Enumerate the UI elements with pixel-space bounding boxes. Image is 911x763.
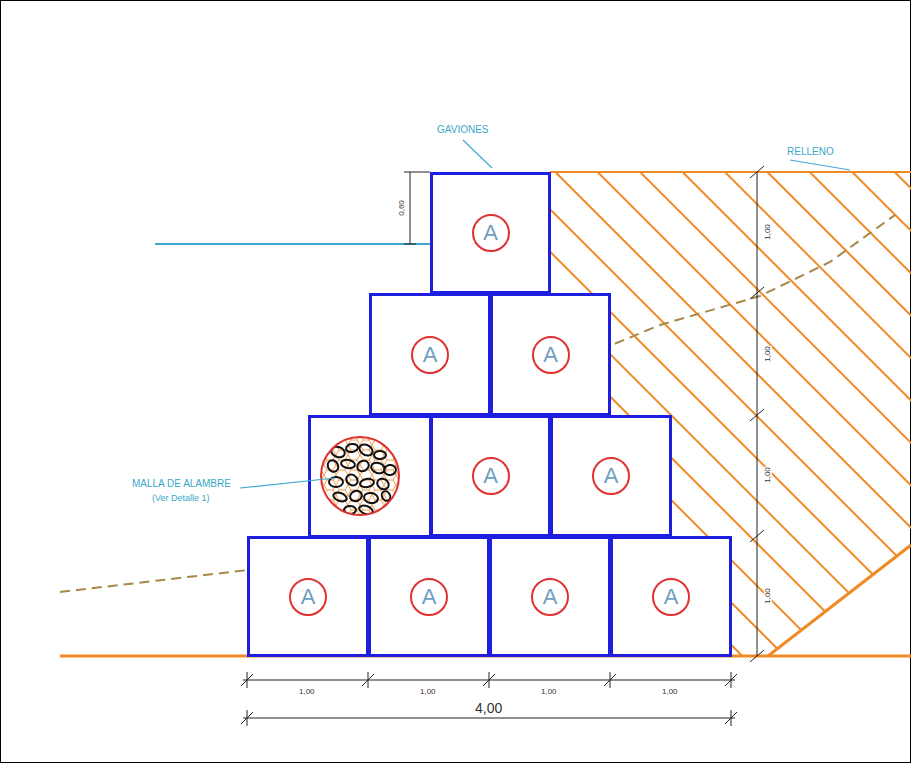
dimension-line — [757, 172, 758, 656]
gabion-type-mark: A — [410, 578, 448, 616]
leader-line — [790, 160, 850, 170]
part-label: RELLENO — [787, 147, 834, 157]
dimension-tick — [241, 674, 253, 686]
detail-circle — [321, 437, 399, 515]
dimension-line — [410, 172, 411, 244]
dimension-text: 1,00 — [541, 688, 557, 696]
gabion-box: A — [430, 415, 551, 537]
dimension-text: 4,00 — [475, 701, 502, 715]
gabion-box: A — [489, 536, 611, 657]
gabion-type-mark: A — [289, 578, 327, 616]
gabion-box: A — [490, 293, 611, 416]
part-note: (Ver Detalle 1) — [152, 494, 210, 503]
dimension-tick — [725, 674, 737, 686]
dimension-text: 0,60 — [398, 200, 406, 216]
gabion-box: A — [610, 536, 732, 657]
mesh-detail — [320, 436, 400, 516]
dimension-tick — [750, 166, 764, 178]
part-label: MALLA DE ALAMBRE — [132, 479, 231, 489]
dimension-tick — [483, 674, 495, 686]
dimension-tick — [362, 674, 374, 686]
gabion-box: A — [369, 293, 491, 416]
gabion-box: A — [368, 536, 490, 657]
gabion-type-mark: A — [531, 578, 569, 616]
mesh-gabion — [310, 417, 431, 537]
dimension-text: 1,00 — [299, 688, 315, 696]
gabion-type-mark: A — [532, 336, 570, 374]
gabion-box: A — [430, 172, 551, 294]
dimension-line — [243, 718, 735, 719]
gabion-type-mark: A — [592, 457, 630, 495]
gabion-type-mark: A — [472, 214, 510, 252]
dimension-tick — [725, 712, 737, 724]
dimension-text: 1,00 — [420, 688, 436, 696]
dimension-tick — [750, 287, 764, 299]
gabion-type-mark: A — [472, 457, 510, 495]
water-level — [155, 243, 430, 245]
part-label: GAVIONES — [437, 125, 489, 135]
dimension-text: 1,00 — [764, 467, 772, 483]
backfill-top — [550, 171, 911, 173]
gabion-type-mark: A — [652, 578, 690, 616]
dimension-tick — [241, 712, 253, 724]
dimension-text: 1,00 — [662, 688, 678, 696]
dimension-tick — [604, 674, 616, 686]
gabion-type-mark: A — [411, 336, 449, 374]
dimension-text: 1,00 — [764, 224, 772, 240]
excavation-line — [768, 545, 911, 656]
gabion-box: A — [550, 415, 672, 537]
leader-line — [240, 478, 335, 488]
dimension-line — [404, 172, 430, 173]
gabion-box: A — [247, 536, 369, 657]
dimension-text: 1,00 — [764, 346, 772, 362]
leader-line — [463, 140, 492, 168]
dimension-text: 1,00 — [764, 588, 772, 604]
dimension-tick — [750, 650, 764, 662]
dimension-tick — [750, 409, 764, 421]
dimension-tick — [750, 530, 764, 542]
dimension-line — [404, 244, 416, 245]
